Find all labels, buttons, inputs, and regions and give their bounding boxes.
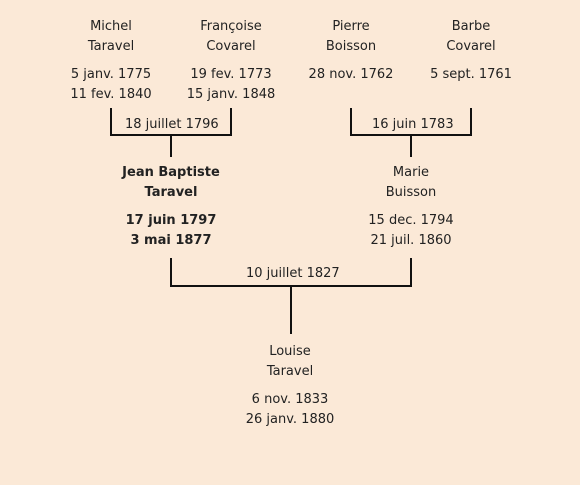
- person-last-name: Buisson: [385, 185, 437, 200]
- person-last-name: Taravel: [144, 185, 198, 200]
- person-last-name: Boisson: [325, 39, 377, 54]
- person-birth-date: 17 juin 1797: [125, 213, 217, 228]
- marriage-date-taravel-covarel: 18 juillet 1796: [122, 117, 222, 132]
- person-birth-date: 5 sept. 1761: [430, 67, 512, 82]
- person-birth-date: 6 nov. 1833: [251, 392, 329, 407]
- person-jean-baptiste-taravel: Jean Baptiste Taravel 17 juin 1797 3 mai…: [106, 163, 236, 251]
- person-first-name: Pierre: [332, 19, 370, 34]
- person-death-date: 26 janv. 1880: [245, 412, 335, 427]
- person-first-name: Barbe: [451, 19, 491, 34]
- person-first-name: Jean Baptiste: [122, 165, 220, 180]
- person-pierre-boisson: Pierre Boisson 28 nov. 1762: [286, 17, 416, 85]
- person-first-name: Marie: [392, 165, 430, 180]
- person-last-name: Taravel: [87, 39, 135, 54]
- person-death-date: 15 janv. 1848: [186, 87, 276, 102]
- marriage-date-boisson-covarel: 16 juin 1783: [369, 117, 457, 132]
- person-death-date: 3 mai 1877: [130, 233, 212, 248]
- person-birth-date: 5 janv. 1775: [70, 67, 152, 82]
- person-birth-date: 28 nov. 1762: [308, 67, 394, 82]
- person-death-date: 21 juil. 1860: [370, 233, 452, 248]
- person-last-name: Taravel: [266, 364, 314, 379]
- person-birth-date: 19 fev. 1773: [190, 67, 272, 82]
- person-francoise-covarel: Françoise Covarel 19 fev. 1773 15 janv. …: [166, 17, 296, 105]
- person-louise-taravel: Louise Taravel 6 nov. 1833 26 janv. 1880: [225, 342, 355, 430]
- person-death-date: 11 fev. 1840: [70, 87, 152, 102]
- person-marie-buisson: Marie Buisson 15 dec. 1794 21 juil. 1860: [346, 163, 476, 251]
- person-last-name: Covarel: [206, 39, 256, 54]
- person-last-name: Covarel: [446, 39, 496, 54]
- person-barbe-covarel: Barbe Covarel 5 sept. 1761: [406, 17, 536, 85]
- person-first-name: Louise: [269, 344, 311, 359]
- person-first-name: Françoise: [200, 19, 262, 34]
- person-michel-taravel: Michel Taravel 5 janv. 1775 11 fev. 1840: [46, 17, 176, 105]
- person-birth-date: 15 dec. 1794: [368, 213, 454, 228]
- marriage-date-taravel-buisson: 10 juillet 1827: [243, 266, 343, 281]
- person-first-name: Michel: [90, 19, 132, 34]
